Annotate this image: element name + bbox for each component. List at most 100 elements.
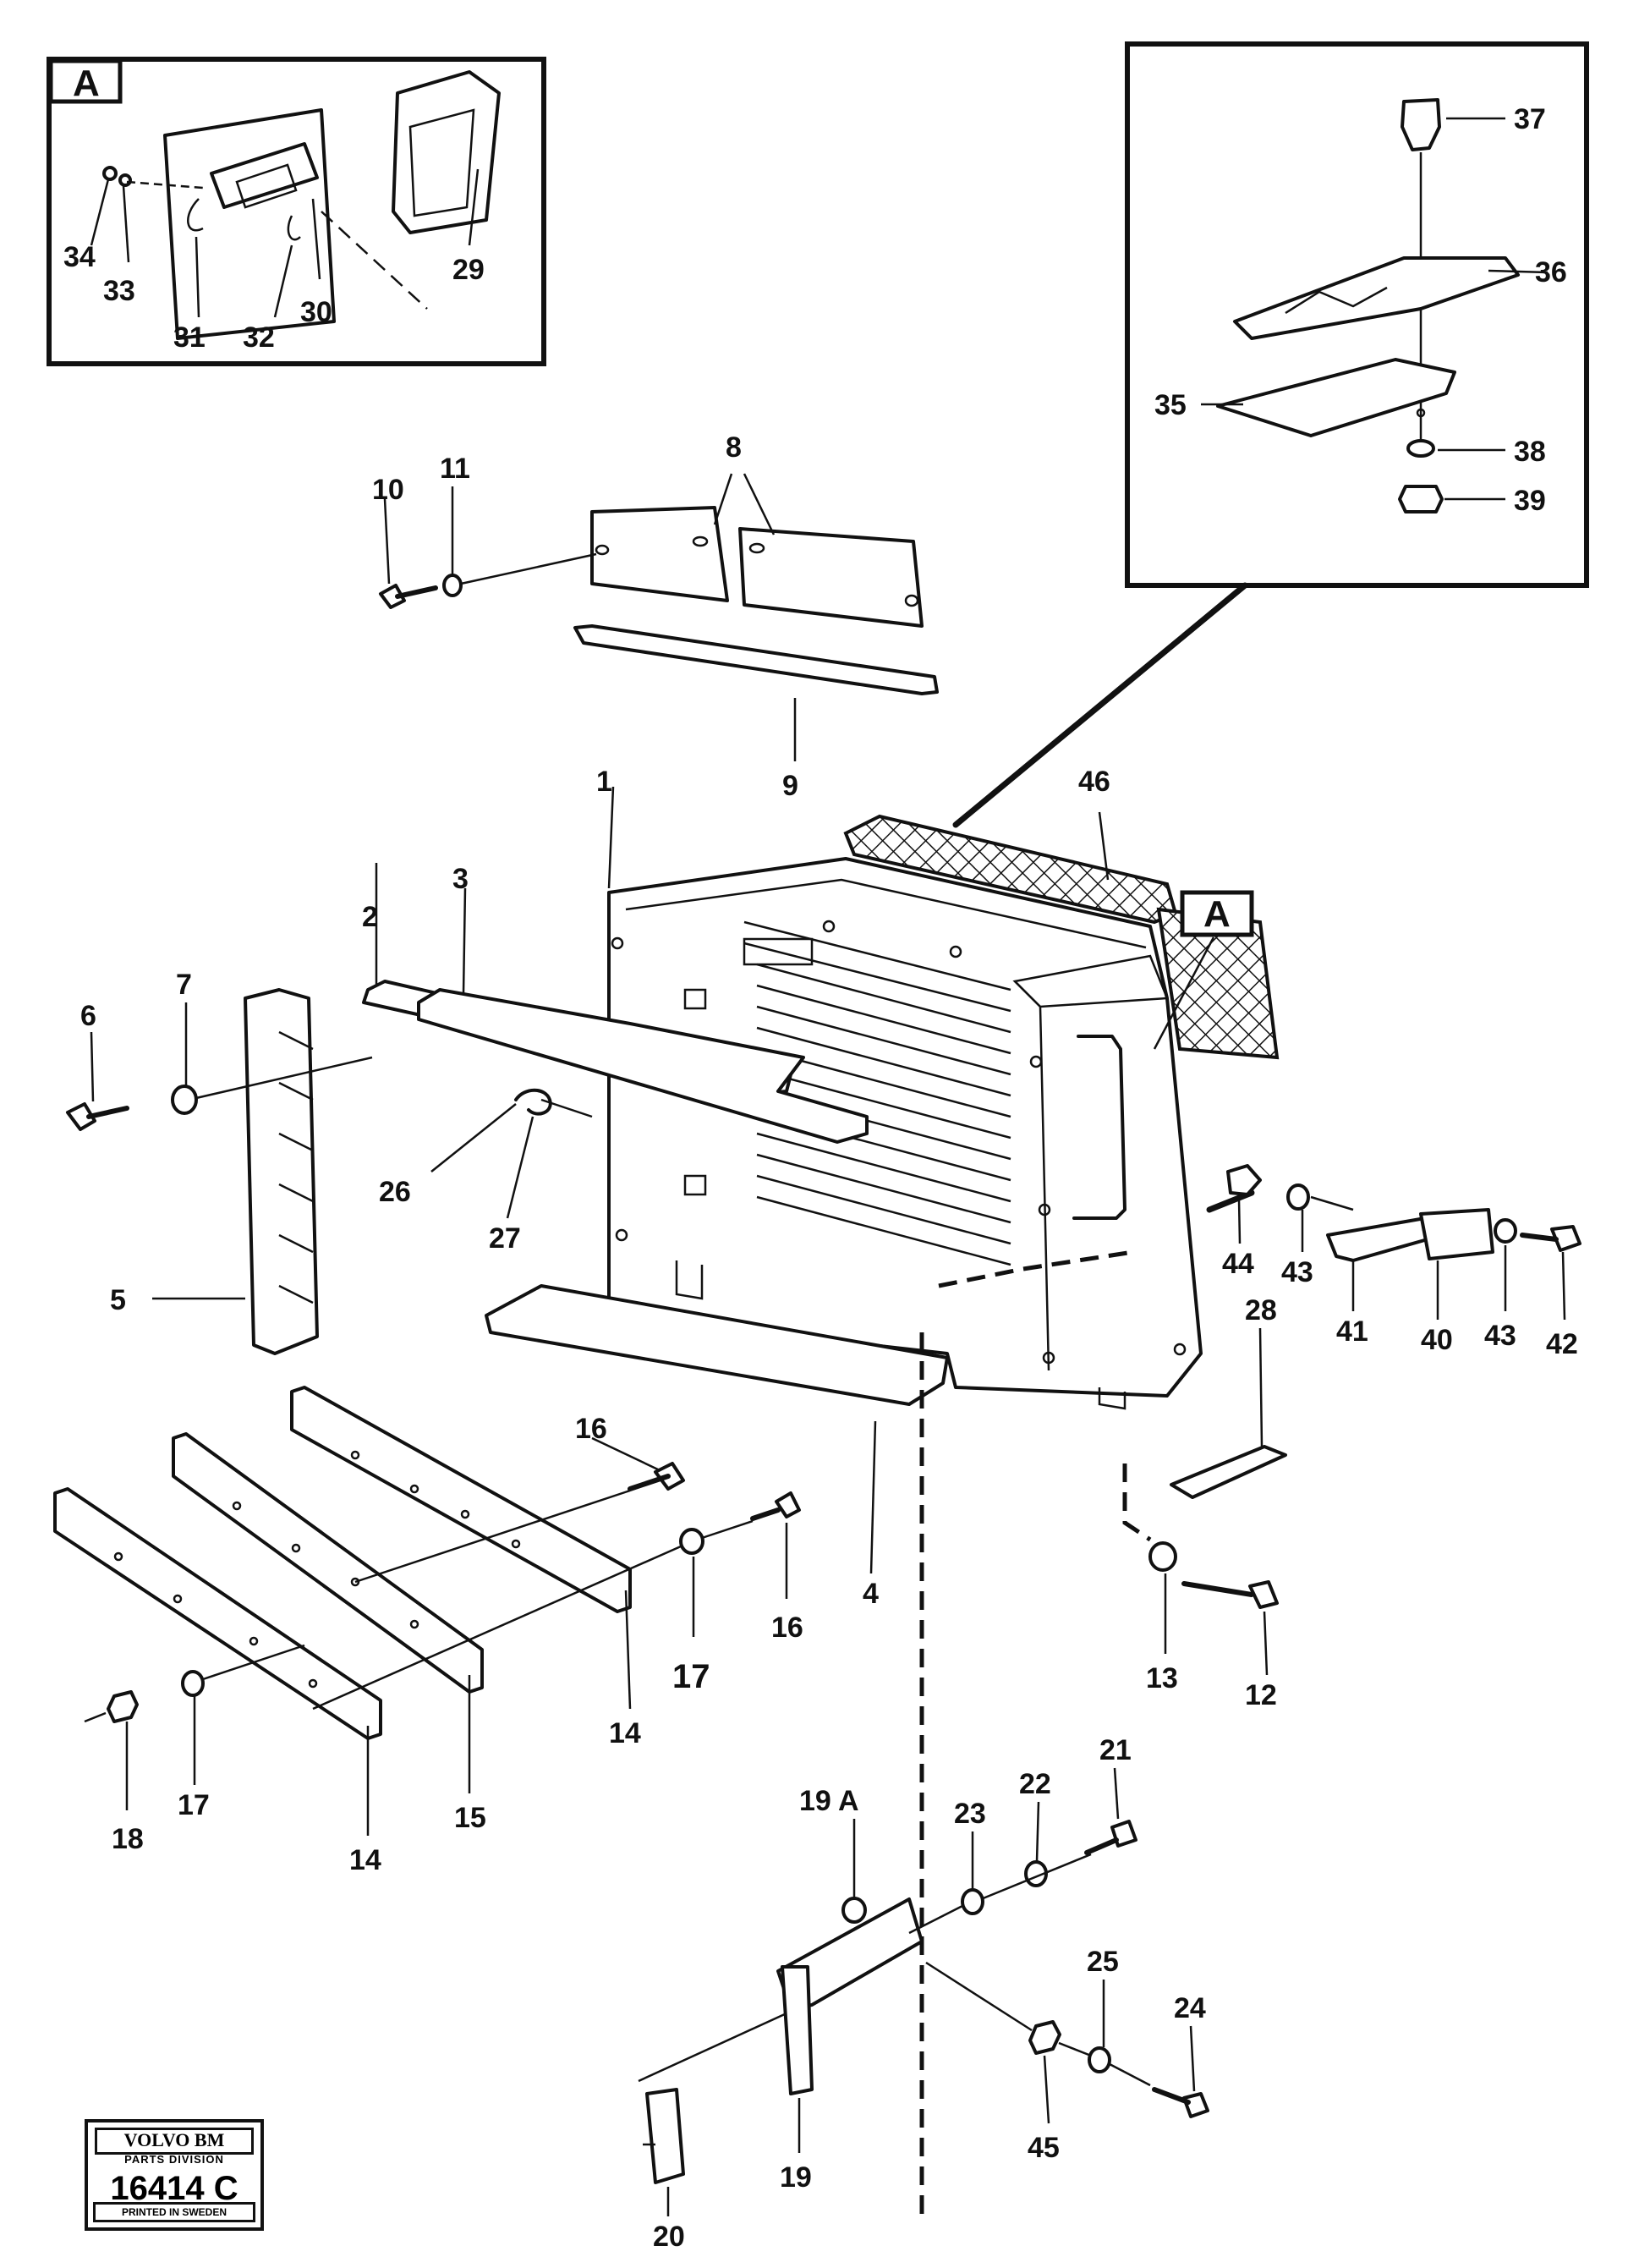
lock-washer [1406,439,1435,458]
label-43-a: 43 [1281,1256,1313,1288]
label-25: 25 [1087,1946,1119,1978]
label-14-a: 14 [609,1717,641,1749]
label-19: 19 [780,2161,812,2194]
label-10: 10 [372,474,404,506]
label-33: 33 [103,275,135,307]
bracket-40 [1419,1208,1494,1260]
label-6: 6 [80,1000,96,1032]
label-29: 29 [452,254,485,286]
nut-45 [1028,2020,1061,2055]
label-37: 37 [1514,103,1546,135]
lock-bolt [1401,98,1441,151]
label-1: 1 [596,766,612,798]
lock-plate [1216,358,1456,437]
washer-11 [442,574,463,597]
cover-plate-left [590,506,729,602]
nut-18 [107,1690,139,1723]
washer-25 [1088,2046,1111,2073]
label-26: 26 [379,1176,411,1208]
label-36: 36 [1535,256,1567,288]
label-18: 18 [112,1823,144,1855]
label-24: 24 [1174,1992,1206,2024]
label-31: 31 [173,321,206,354]
bolt-16-lower [775,1491,801,1518]
washer-43-upper [1286,1183,1310,1211]
label-34: 34 [63,241,96,273]
inset-a-letter: A [73,63,100,104]
bar-3 [417,988,869,1144]
label-9: 9 [782,770,798,802]
inset-lock-leader [952,582,1248,828]
radiator-housing [607,857,1203,1410]
washer-17-lower [181,1670,205,1697]
inset-a-panel: A [47,57,546,366]
label-7: 7 [176,969,192,1001]
bracket-20 [645,2088,685,2184]
label-23: 23 [954,1798,986,1830]
label-40: 40 [1421,1324,1453,1356]
inset-a-cover [392,70,501,234]
plate-14-upper [290,1386,632,1613]
plate-15 [172,1432,484,1694]
washer-17-upper [679,1528,704,1555]
bolt-12 [1248,1580,1279,1609]
label-12: 12 [1245,1679,1277,1711]
label-19a: 19 A [799,1785,859,1817]
plate-14-lower [53,1487,382,1740]
stamp-printed: PRINTED IN SWEDEN [93,2202,255,2222]
label-46: 46 [1078,766,1110,798]
label-11: 11 [440,453,470,485]
bracket-41 [1326,1216,1429,1262]
louver-panel-5 [244,988,319,1355]
label-13: 13 [1146,1662,1178,1694]
washer-43-lower [1494,1218,1517,1244]
label-42: 42 [1546,1328,1578,1360]
stamp-division: PARTS DIVISION [124,2153,224,2166]
label-16-b: 16 [771,1612,803,1644]
inset-a-clip [187,198,204,232]
bottom-plate-4 [485,1284,949,1406]
bolt-6 [66,1102,96,1131]
label-21: 21 [1099,1734,1132,1766]
label-5: 5 [110,1284,126,1316]
parts-catalog-stamp: VOLVO BM PARTS DIVISION 16414 C PRINTED … [85,2119,264,2231]
washer-23 [961,1888,984,1915]
label-39: 39 [1514,485,1546,517]
label-45: 45 [1028,2132,1060,2164]
washer-7 [171,1085,198,1115]
label-14-b: 14 [349,1844,381,1876]
lock-latch [1233,256,1520,340]
stamp-code: 16414 C [110,2170,238,2207]
support-bar [573,624,939,695]
label-8: 8 [726,431,742,464]
clip-26 [514,1088,552,1116]
housing-letter-box [1180,890,1254,937]
label-44: 44 [1222,1248,1254,1280]
label-30: 30 [300,296,332,328]
label-4: 4 [863,1578,879,1610]
label-43-b: 43 [1484,1320,1516,1352]
washer-19a [841,1897,867,1924]
label-3: 3 [452,863,469,895]
label-32: 32 [243,321,275,354]
bolt-10 [379,584,406,609]
lock-nut [1398,485,1444,513]
bolt-24 [1182,2092,1209,2118]
housing-letter: A [1203,893,1231,935]
label-15: 15 [454,1802,486,1834]
bolt-42 [1550,1225,1581,1252]
label-28: 28 [1245,1294,1277,1326]
label-17-b: 17 [178,1789,210,1821]
label-38: 38 [1514,436,1546,468]
label-35: 35 [1154,389,1187,421]
label-27: 27 [489,1222,521,1255]
stamp-brand: VOLVO BM [95,2128,254,2155]
label-17-a: 17 [672,1658,710,1695]
label-2: 2 [362,901,378,933]
inset-a-latch [210,142,319,209]
label-16-a: 16 [575,1413,607,1445]
label-41: 41 [1336,1315,1368,1348]
inset-lock-panel [1125,41,1589,588]
nut-44 [1226,1164,1262,1196]
